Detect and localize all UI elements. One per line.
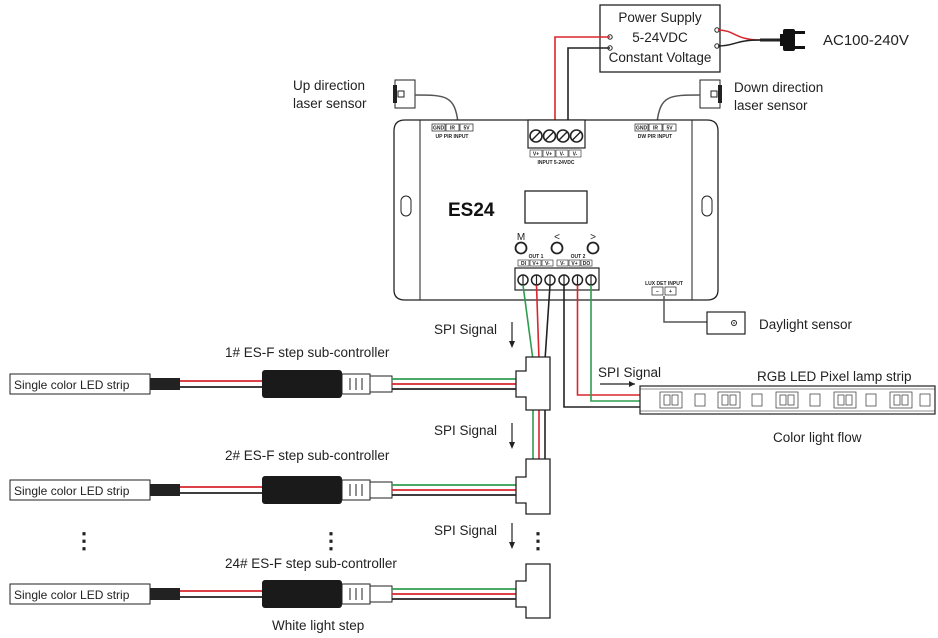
rgb-led-strip: RGB LED Pixel lamp strip Color light flo…: [639, 369, 936, 445]
spi-signal-rgb-label: SPI Signal: [598, 365, 661, 380]
up-pir-label: UP PIR INPUT: [436, 134, 469, 140]
arrow-down-icon: [509, 442, 515, 449]
out1-di: DI: [521, 261, 527, 267]
out1-bus-wires: [522, 284, 551, 460]
button-prev-label: <: [554, 232, 560, 243]
power-input-terminal: V+ V+ V- V- INPUT 5-24VDC: [527, 119, 586, 166]
step-row-24: 24# ES-F step sub-controller Single colo…: [9, 556, 551, 633]
ellipsis-row: ⋮ ⋮ ⋮ SPI Signal: [73, 523, 549, 553]
dw-pir-terminal: GND IR 5V DW PIR INPUT: [634, 123, 677, 140]
out2-v-plus: V+: [571, 261, 577, 267]
rgb-strip-pixels: [659, 391, 931, 409]
single-strip-24-label: Single color LED strip: [14, 588, 130, 602]
up-pir-ir: IR: [450, 126, 455, 132]
wire-power-positive: [554, 36, 610, 121]
out1-label: OUT 1: [529, 254, 544, 260]
sub-controller-24: [262, 580, 342, 608]
lux-det-terminal: LUX DET INPUT − +: [645, 281, 683, 296]
up-sensor-label-1: Up direction: [293, 78, 365, 93]
next-button[interactable]: [586, 241, 600, 255]
t-connector-24: [515, 563, 551, 619]
lux-det-label: LUX DET INPUT: [645, 281, 683, 287]
sub-controller-2: [262, 476, 342, 504]
out2-do: DO: [583, 261, 591, 267]
input-power-label: INPUT 5-24VDC: [538, 160, 575, 166]
ac-input-label: AC100-240V: [823, 32, 909, 49]
sub-controller-1-label: 1# ES-F step sub-controller: [225, 345, 390, 360]
step-row-1: 1# ES-F step sub-controller SPI Signal S…: [9, 322, 551, 411]
up-pir-gnd: GND: [433, 126, 445, 132]
color-flow-label: Color light flow: [773, 430, 862, 445]
input-v-plus-1: V+: [533, 152, 539, 158]
mount-slot-right: [701, 195, 713, 217]
dw-pir-ir: IR: [653, 126, 658, 132]
out2-v-minus: V-: [560, 261, 565, 267]
power-supply-voltage: 5-24VDC: [632, 30, 688, 45]
input-v-plus-2: V+: [546, 152, 552, 158]
sub-controller-24-label: 24# ES-F step sub-controller: [225, 556, 397, 571]
arrow-right-icon: [629, 381, 635, 387]
lux-plus: +: [669, 289, 672, 295]
m-button[interactable]: [514, 241, 528, 255]
t-connector-2: [515, 458, 551, 515]
sub-controller-1: [262, 370, 342, 398]
out2-label: OUT 2: [571, 254, 586, 260]
es24-controller: ES24 GND IR 5V UP PIR INPUT GND IR 5V DW…: [393, 119, 719, 301]
arrow-down-icon: [509, 542, 515, 549]
arrow-down-icon: [509, 341, 515, 348]
spi-signal-1-label: SPI Signal: [434, 322, 497, 337]
down-sensor-label-2: laser sensor: [734, 98, 808, 113]
control-buttons: M < >: [514, 232, 600, 255]
input-v-minus-2: V-: [573, 152, 578, 158]
dw-pir-5v: 5V: [666, 126, 673, 132]
input-v-minus-1: V-: [560, 152, 565, 158]
button-next-label: >: [590, 232, 596, 243]
single-strip-1-label: Single color LED strip: [14, 378, 130, 392]
down-laser-sensor: Down direction laser sensor: [656, 79, 823, 124]
up-pir-terminal: GND IR 5V UP PIR INPUT: [431, 123, 474, 140]
t-connector-1: [515, 356, 551, 411]
ac-plug: AC100-240V: [717, 29, 909, 51]
daylight-sensor-label: Daylight sensor: [759, 317, 853, 332]
display-window: [524, 190, 588, 224]
ellipsis-strips: ⋮: [73, 528, 95, 553]
power-supply-title: Power Supply: [618, 10, 702, 25]
dw-pir-gnd: GND: [636, 126, 648, 132]
down-sensor-label-1: Down direction: [734, 80, 823, 95]
spi-signal-2-label: SPI Signal: [434, 423, 497, 438]
step-row-2: 2# ES-F step sub-controller SPI Signal S…: [9, 423, 551, 515]
ellipsis-controllers: ⋮: [320, 528, 342, 553]
lux-minus: −: [656, 289, 659, 295]
plug-icon: [783, 29, 795, 51]
ellipsis-connectors: ⋮: [527, 528, 549, 553]
up-sensor-label-2: laser sensor: [293, 96, 367, 111]
power-supply: Power Supply 5-24VDC Constant Voltage: [599, 4, 721, 73]
wire-power-negative: [567, 47, 610, 121]
out1-v-minus: V-: [545, 261, 550, 267]
up-pir-5v: 5V: [463, 126, 470, 132]
button-m-label: M: [517, 232, 525, 243]
power-supply-mode: Constant Voltage: [609, 50, 712, 65]
white-step-label: White light step: [272, 618, 364, 633]
out1-v-plus: V+: [532, 261, 538, 267]
sub-controller-2-label: 2# ES-F step sub-controller: [225, 448, 390, 463]
spi-signal-3-label: SPI Signal: [434, 523, 497, 538]
up-laser-sensor: Up direction laser sensor: [293, 78, 459, 124]
dw-pir-label: DW PIR INPUT: [638, 134, 672, 140]
prev-button[interactable]: [550, 241, 564, 255]
rgb-strip-label: RGB LED Pixel lamp strip: [757, 369, 912, 384]
out2-strip-wires: [563, 285, 645, 408]
daylight-sensor: Daylight sensor: [663, 296, 853, 335]
mount-slot-left: [400, 195, 412, 217]
spi-signal-rgb: SPI Signal: [598, 365, 661, 387]
single-strip-2-label: Single color LED strip: [14, 484, 130, 498]
model-label: ES24: [448, 200, 495, 221]
